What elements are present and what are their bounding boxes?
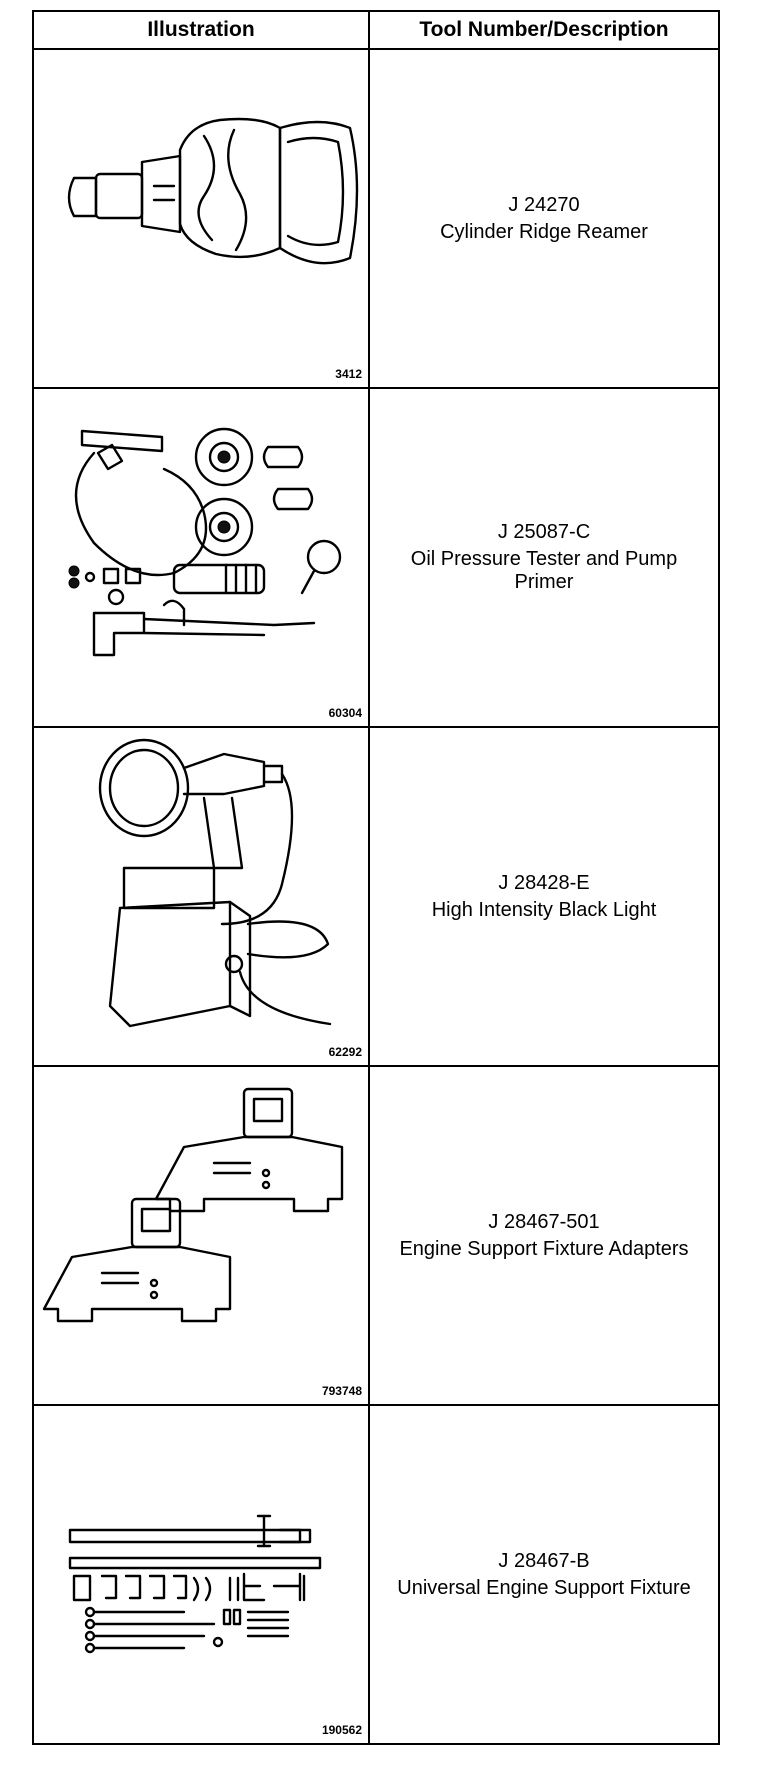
tool-number: J 24270 (508, 193, 580, 216)
table-row: 60304 J 25087-C Oil Pressure Tester and … (32, 387, 720, 728)
tool-description: High Intensity Black Light (431, 898, 657, 921)
tool-description-cell: J 25087-C Oil Pressure Tester and Pump P… (368, 387, 720, 728)
table-row: 793748 J 28467-501 Engine Support Fixtur… (32, 1065, 720, 1406)
support-fixture-adapters-illustration (42, 1087, 344, 1323)
tool-number: J 28467-501 (488, 1210, 600, 1233)
universal-support-fixture-illustration (68, 1514, 322, 1654)
table-row: 62292 J 28428-E High Intensity Black Lig… (32, 726, 720, 1067)
table-row: 190562 J 28467-B Universal Engine Suppor… (32, 1404, 720, 1745)
tool-description-cell: J 28467-501 Engine Support Fixture Adapt… (368, 1065, 720, 1406)
cylinder-ridge-reamer-illustration (67, 117, 359, 265)
illustration-cell: 3412 (32, 48, 370, 389)
tool-table: Illustration Tool Number/Description 341… (32, 10, 720, 1745)
tool-number: J 28467-B (498, 1549, 590, 1572)
tool-description-cell: J 28467-B Universal Engine Support Fixtu… (368, 1404, 720, 1745)
tool-description: Oil Pressure Tester and Pump Primer (410, 548, 678, 593)
tool-description: Universal Engine Support Fixture (397, 1576, 691, 1599)
black-light-illustration (98, 738, 332, 1028)
tool-number: J 25087-C (497, 521, 591, 543)
figure-number: 190562 (321, 1723, 362, 1737)
illustration-cell: 190562 (32, 1404, 370, 1745)
illustration-cell: 60304 (32, 387, 370, 728)
oil-pressure-tester-illustration (68, 427, 342, 657)
table-header-row: Illustration Tool Number/Description (32, 10, 720, 50)
figure-number: 60304 (328, 706, 362, 720)
illustration-cell: 793748 (32, 1065, 370, 1406)
header-illustration: Illustration (32, 10, 370, 50)
tool-number: J 28428-E (498, 871, 590, 894)
figure-number: 3412 (335, 367, 362, 381)
header-tool-description: Tool Number/Description (368, 10, 720, 50)
figure-number: 62292 (328, 1045, 362, 1059)
figure-number: 793748 (321, 1384, 362, 1398)
tool-description-cell: J 24270 Cylinder Ridge Reamer (368, 48, 720, 389)
tool-description: Engine Support Fixture Adapters (399, 1237, 689, 1260)
tool-description: Cylinder Ridge Reamer (440, 220, 648, 243)
table-row: 3412 J 24270 Cylinder Ridge Reamer (32, 48, 720, 389)
illustration-cell: 62292 (32, 726, 370, 1067)
tool-description-cell: J 28428-E High Intensity Black Light (368, 726, 720, 1067)
